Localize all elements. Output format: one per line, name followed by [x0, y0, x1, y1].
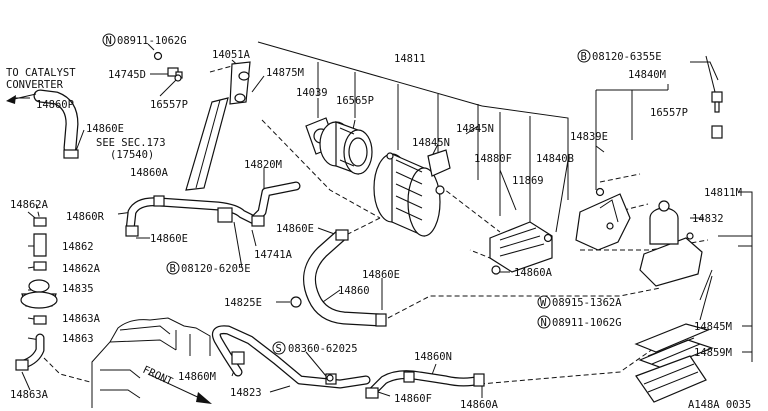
label-14820m: 14820M: [244, 159, 282, 171]
label-14859m: 14859M: [694, 347, 732, 359]
label-front: FRONT: [141, 364, 175, 389]
left-column-parts: [15, 217, 58, 371]
label-14840m: 14840M: [628, 69, 666, 81]
label-11869: 11869: [512, 175, 544, 187]
prefix-b-mid: B: [170, 263, 176, 275]
label-14840b: 14840B: [536, 153, 574, 165]
label-see-sec: SEE SEC.173: [96, 137, 166, 149]
label-14860a-bottom: 14860A: [460, 399, 499, 411]
prefix-w: W: [540, 297, 547, 309]
label-08911-top: 08911-1062G: [117, 35, 187, 47]
label-14860p: 14860P: [36, 99, 74, 111]
label-14860e-left: 14860E: [150, 233, 188, 245]
label-14875m: 14875M: [266, 67, 304, 79]
label-08915-1362a: 08915-1362A: [552, 297, 622, 309]
label-14860n: 14860N: [414, 351, 452, 363]
label-14832: 14832: [692, 213, 724, 225]
gasket-14845m: [634, 323, 714, 403]
label-14823: 14823: [230, 387, 262, 399]
pipe-14845n: [427, 149, 451, 177]
canister-16565p: [319, 121, 373, 175]
front-arrow: [147, 373, 212, 404]
label-14811: 14811: [394, 53, 426, 65]
catalyst-arrow: [6, 93, 37, 104]
bolt-14745d: [153, 51, 183, 82]
label-14862: 14862: [62, 241, 94, 253]
prefix-n-bottom: N: [541, 317, 547, 329]
actuator-14880f: [373, 152, 445, 237]
label-sec-ref: (17540): [110, 149, 154, 161]
engine-outline: [91, 317, 211, 408]
label-08120-6205e: 08120-6205E: [181, 263, 251, 275]
label-to-catalyst: TO CATALYST: [6, 67, 76, 79]
label-14039: 14039: [296, 87, 328, 99]
label-14745d: 14745D: [108, 69, 146, 81]
label-14860e-top: 14860E: [86, 123, 124, 135]
label-14860e-right: 14860E: [362, 269, 400, 281]
label-14860a-mid: 14860A: [130, 167, 169, 179]
label-14863: 14863: [62, 333, 94, 345]
label-14863a-top: 14863A: [62, 313, 101, 325]
label-14845m: 14845M: [694, 321, 732, 333]
label-14845n-a: 14845N: [456, 123, 494, 135]
label-14860a-right: 14860A: [514, 267, 553, 279]
label-14863a-bottom: 14863A: [10, 389, 49, 401]
label-14862a-top: 14862A: [10, 199, 49, 211]
pipe-14051a: [185, 61, 251, 191]
hose-14860p: [33, 89, 79, 159]
label-14839e: 14839E: [570, 131, 608, 143]
hose-14860m: [211, 325, 371, 389]
label-converter: CONVERTER: [6, 79, 64, 91]
label-16557p-right: 16557P: [650, 107, 688, 119]
label-14835: 14835: [62, 283, 94, 295]
label-14862a-bottom: 14862A: [62, 263, 101, 275]
label-diagram-code: A148A 0035: [688, 399, 751, 411]
label-14860r: 14860R: [66, 211, 105, 223]
bracket-14839e: [575, 187, 631, 251]
prefix-circles: N B B W N S: [102, 33, 591, 355]
label-14860m: 14860M: [178, 371, 216, 383]
hose-14820m: [125, 181, 301, 237]
valve-14832: [639, 200, 703, 287]
label-14860e-center: 14860E: [276, 223, 314, 235]
hose-14860: [290, 229, 387, 327]
bolt-08120-6355e: [711, 91, 723, 139]
label-08911-bottom: 08911-1062G: [552, 317, 622, 329]
label-14051a: 14051A: [212, 49, 251, 61]
label-16565p: 16565P: [336, 95, 374, 107]
label-16557p-left: 16557P: [150, 99, 188, 111]
label-14825e: 14825E: [224, 297, 262, 309]
hose-14860n: [365, 370, 485, 399]
label-14860: 14860: [338, 285, 370, 297]
label-08360-62025: 08360-62025: [288, 343, 358, 355]
prefix-b-top: B: [581, 51, 587, 63]
label-14880f: 14880F: [474, 153, 512, 165]
label-14741a: 14741A: [254, 249, 293, 261]
label-14811m: 14811M: [704, 187, 742, 199]
prefix-s: S: [276, 343, 282, 355]
label-14860f: 14860F: [394, 393, 432, 405]
part-labels: 08911-1062G TO CATALYST CONVERTER 14745D…: [6, 35, 751, 411]
label-14845n-b: 14845N: [412, 137, 450, 149]
prefix-n-top: N: [106, 35, 112, 47]
solenoid-11869: [489, 221, 553, 275]
label-08120-6355e: 08120-6355E: [592, 51, 662, 63]
